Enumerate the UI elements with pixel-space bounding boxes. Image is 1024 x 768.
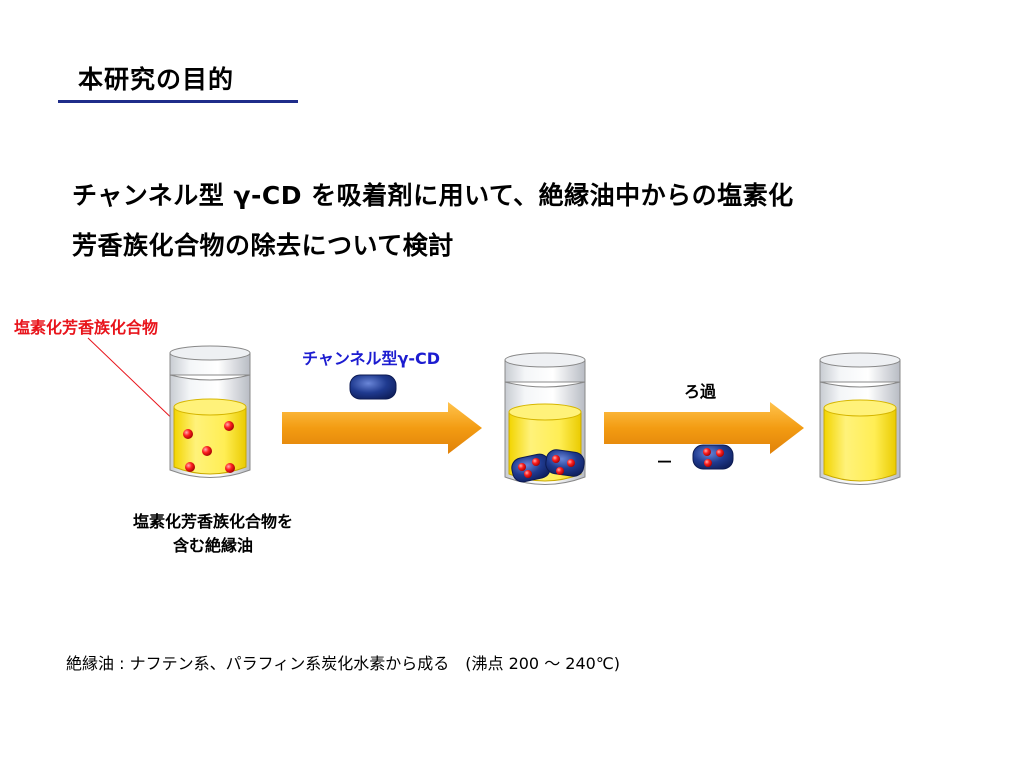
slide-title: 本研究の目的 (78, 65, 235, 94)
oil-caption: 塩素化芳香族化合物を 含む絶縁油 (88, 510, 338, 558)
objective-line-1: チャンネル型 γ-CD を吸着剤に用いて、絶縁油中からの塩素化 (72, 181, 794, 210)
glass-jar-icon (169, 345, 251, 478)
oil-caption-line-1: 塩素化芳香族化合物を (132, 512, 293, 531)
title-underline (58, 100, 298, 103)
glass-jar-icon (819, 352, 901, 485)
label-leader-line (87, 337, 183, 429)
filtration-label: ろ過 (684, 382, 717, 401)
chlorinated-aromatic-particle-icon (183, 421, 235, 473)
removal-minus-sign: － (656, 453, 673, 473)
cd-with-adsorbed-compound (511, 449, 585, 483)
cyclodextrin-channel-icon (349, 374, 397, 400)
compound-label: 塩素化芳香族化合物 (14, 318, 159, 337)
removed-cd-with-compound (692, 444, 734, 470)
insulating-oil-note: 絶縁油 : ナフテン系、パラフィン系炭化水素から成る (沸点 200 ～ 240… (66, 654, 621, 673)
objective-line-2: 芳香族化合物の除去について検討 (72, 231, 454, 260)
cd-label: チャンネル型γ-CD (302, 349, 441, 368)
oil-caption-line-2: 含む絶縁油 (172, 536, 253, 555)
process-arrow-icon (282, 402, 482, 454)
process-arrow-icon (604, 402, 804, 454)
